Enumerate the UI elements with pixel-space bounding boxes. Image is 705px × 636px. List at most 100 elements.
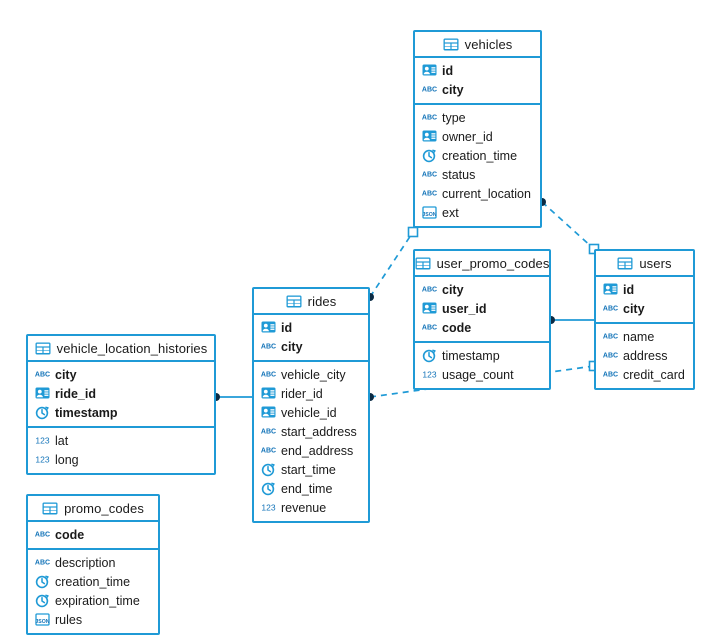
field-label: user_id — [442, 301, 487, 316]
svg-text:ABC: ABC — [603, 353, 618, 360]
entity-header-vehicles[interactable]: vehicles — [415, 32, 540, 58]
field-rider_id[interactable]: rider_id — [254, 384, 368, 403]
field-label: long — [55, 452, 79, 467]
entity-header-users[interactable]: users — [596, 251, 693, 277]
field-type[interactable]: ABC type — [415, 108, 540, 127]
svg-text:ABC: ABC — [603, 372, 618, 379]
field-creation_time[interactable]: creation_time — [415, 146, 540, 165]
key-field-ride_id[interactable]: ride_id — [28, 384, 214, 403]
entity-title: rides — [307, 293, 337, 309]
string-type-icon: ABC — [422, 110, 437, 125]
entity-header-vehicle_location_histories[interactable]: vehicle_location_histories — [28, 336, 214, 362]
key-field-user_id[interactable]: user_id — [415, 299, 549, 318]
string-type-icon: ABC — [603, 329, 618, 344]
string-type-icon: ABC — [603, 301, 618, 316]
field-label: city — [442, 282, 464, 297]
string-type-icon: ABC — [35, 555, 50, 570]
key-field-city[interactable]: ABC city — [596, 299, 693, 318]
table-grid-icon — [286, 295, 302, 308]
field-start_time[interactable]: start_time — [254, 460, 368, 479]
svg-text:JSON: JSON — [422, 212, 436, 218]
entity-header-user_promo_codes[interactable]: user_promo_codes — [415, 251, 549, 277]
relationship-rel-rides-vehicles[interactable] — [366, 226, 419, 302]
number-type-icon: 123 — [261, 500, 276, 515]
table-grid-icon — [443, 38, 459, 51]
svg-text:ABC: ABC — [422, 191, 437, 198]
entity-header-rides[interactable]: rides — [254, 289, 368, 315]
field-address[interactable]: ABC address — [596, 346, 693, 365]
key-field-id[interactable]: id — [415, 61, 540, 80]
field-label: type — [442, 110, 466, 125]
field-label: end_time — [281, 481, 333, 496]
field-label: owner_id — [442, 129, 493, 144]
identifier-type-icon — [422, 63, 437, 78]
field-label: address — [623, 348, 668, 363]
svg-text:ABC: ABC — [603, 306, 618, 313]
field-vehicle_id[interactable]: vehicle_id — [254, 403, 368, 422]
key-field-city[interactable]: ABC city — [415, 280, 549, 299]
key-field-timestamp[interactable]: timestamp — [28, 403, 214, 422]
svg-text:ABC: ABC — [422, 287, 437, 294]
field-timestamp[interactable]: timestamp — [415, 346, 549, 365]
table-grid-icon — [42, 502, 58, 515]
field-label: rules — [55, 612, 83, 627]
field-label: expiration_time — [55, 593, 140, 608]
identifier-type-icon — [603, 282, 618, 297]
relationship-rel-vlh-rides[interactable] — [212, 393, 252, 401]
field-label: city — [623, 301, 645, 316]
relationship-rel-upc-users[interactable] — [547, 316, 594, 324]
entity-title: user_promo_codes — [436, 255, 550, 271]
field-owner_id[interactable]: owner_id — [415, 127, 540, 146]
field-label: id — [281, 320, 293, 335]
field-label: rider_id — [281, 386, 323, 401]
field-label: city — [442, 82, 464, 97]
entity-header-promo_codes[interactable]: promo_codes — [28, 496, 158, 522]
string-type-icon: ABC — [35, 527, 50, 542]
svg-text:ABC: ABC — [261, 344, 276, 351]
key-field-id[interactable]: id — [254, 318, 368, 337]
number-type-icon: 123 — [35, 433, 50, 448]
field-label: timestamp — [442, 348, 500, 363]
field-end_time[interactable]: end_time — [254, 479, 368, 498]
field-rules[interactable]: JSON rules — [28, 610, 158, 629]
timestamp-type-icon — [422, 148, 437, 163]
table-grid-icon — [415, 257, 431, 270]
svg-text:JSON: JSON — [35, 619, 49, 625]
timestamp-type-icon — [261, 481, 276, 496]
field-expiration_time[interactable]: expiration_time — [28, 591, 158, 610]
key-field-id[interactable]: id — [596, 280, 693, 299]
timestamp-type-icon — [35, 593, 50, 608]
string-type-icon: ABC — [422, 282, 437, 297]
relationship-rel-vehicles-users[interactable] — [538, 198, 600, 255]
field-creation_time[interactable]: creation_time — [28, 572, 158, 591]
